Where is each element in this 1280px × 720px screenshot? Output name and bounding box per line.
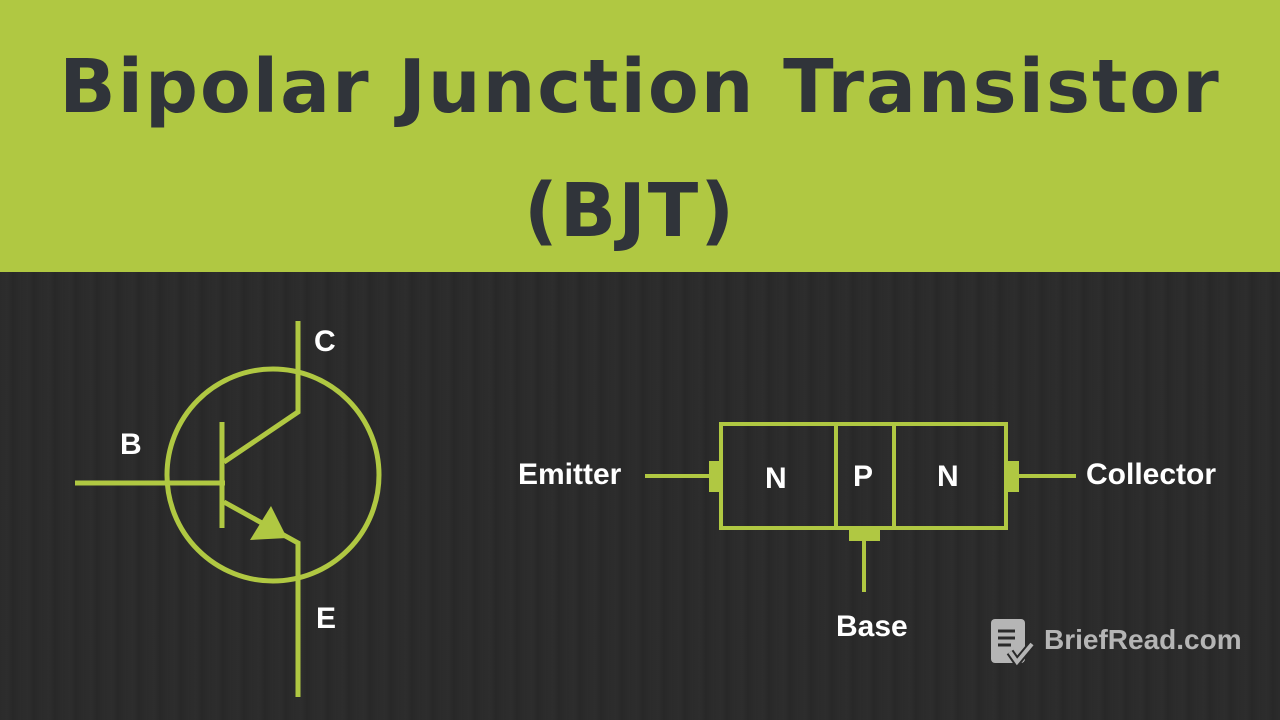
collector-label: Collector (1086, 458, 1217, 491)
title-banner (0, 0, 1280, 272)
collector-symbol-label: C (314, 325, 336, 358)
emitter-contact (709, 461, 722, 492)
base-label: Base (836, 610, 908, 643)
chalkboard-background (0, 272, 1280, 720)
emitter-symbol-label: E (316, 602, 337, 635)
collector-contact (1006, 461, 1019, 492)
briefread-logo-icon (991, 619, 1036, 669)
page-subtitle: (BJT) (523, 168, 737, 254)
npn-transistor-symbol (75, 321, 382, 697)
base-symbol-label: B (120, 428, 142, 461)
watermark: BriefRead.com (1044, 624, 1242, 655)
region-p-base: P (853, 460, 874, 493)
emitter-arrow-icon (250, 506, 287, 540)
region-n-collector: N (937, 460, 959, 493)
emitter-lead (222, 499, 301, 697)
page-title: Bipolar Junction Transistor (59, 44, 1221, 130)
symbol-circle (164, 366, 382, 584)
npn-structure (645, 422, 1076, 592)
base-contact (849, 528, 880, 541)
emitter-label: Emitter (518, 458, 622, 491)
region-n-emitter: N (765, 462, 787, 495)
collector-lead (222, 321, 301, 465)
